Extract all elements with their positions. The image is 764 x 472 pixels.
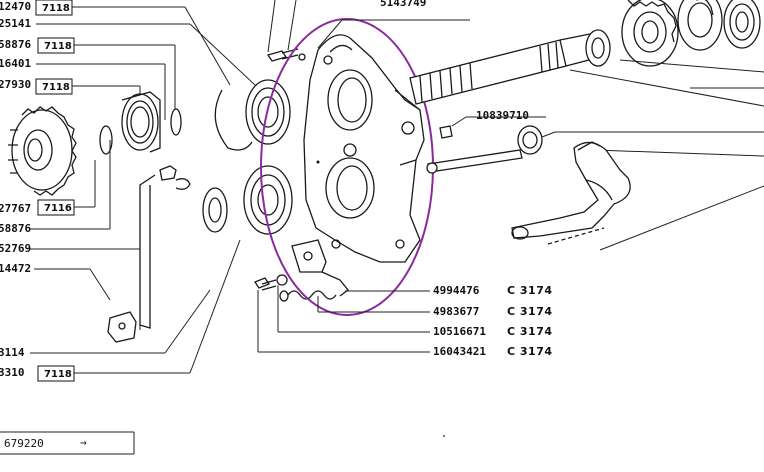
right-bearing <box>723 0 761 49</box>
leader-line <box>184 6 231 86</box>
part-label: 14472 <box>0 262 31 275</box>
footer-serial-box: 679220 → <box>0 431 135 455</box>
spacer-ring <box>585 29 611 67</box>
snap-ring <box>99 125 113 155</box>
part-row-code: C 3174 <box>507 284 553 297</box>
leader-line <box>317 19 343 49</box>
part-label: 58876 <box>0 38 31 51</box>
leader-line <box>541 131 556 138</box>
speck <box>443 435 445 437</box>
leader-line <box>189 23 256 86</box>
part-label: 27930 <box>0 78 31 91</box>
lower-seal <box>243 165 293 235</box>
leader-line <box>287 0 297 51</box>
top-labels: 5143749 10839710 <box>267 0 546 122</box>
small-bushing <box>202 187 228 233</box>
right-gear <box>677 0 723 51</box>
left-label-column: 12470 7118 25141 58876 7118 16401 27930 … <box>0 0 256 382</box>
selector-rod-assembly <box>426 116 631 245</box>
shift-rod <box>107 165 191 343</box>
part-label: 52769 <box>0 242 31 255</box>
footer-serial: 679220 <box>4 437 44 450</box>
seal-group <box>202 48 306 235</box>
small-pin <box>439 125 453 139</box>
left-bearing <box>121 91 161 153</box>
part-row-number: 10516671 <box>433 325 486 338</box>
leader-line <box>594 149 764 157</box>
cover-part-label: 5143749 <box>380 0 426 9</box>
output-shaft <box>409 31 605 105</box>
ref-box-label: 7118 <box>44 369 72 380</box>
leader-line <box>267 0 276 53</box>
part-label: 12470 <box>0 0 31 13</box>
cluster-gear <box>621 0 679 67</box>
leader-line <box>164 289 211 354</box>
part-label: 25141 <box>0 17 31 30</box>
part-label: 16401 <box>0 57 31 70</box>
leader-line <box>569 69 764 107</box>
seal-washer <box>517 125 543 155</box>
leader-line <box>599 185 764 251</box>
shift-fork <box>511 141 631 245</box>
part-row-code: C 3174 <box>507 325 553 338</box>
drive-gear <box>8 106 77 196</box>
detent-bracket <box>254 239 349 302</box>
left-gear-assembly <box>8 91 191 343</box>
part-number-list: 4994476 C 3174 4983677 C 3174 10516671 C… <box>257 284 553 358</box>
part-row-code: C 3174 <box>507 305 553 318</box>
part-row-number: 4983677 <box>433 305 479 318</box>
ref-box-label: 7118 <box>44 41 72 52</box>
leader-line <box>451 116 467 127</box>
selector-rod <box>426 149 523 174</box>
ref-box-label: 7116 <box>44 203 72 214</box>
leader-line <box>189 239 241 374</box>
part-row-number: 16043421 <box>433 345 486 358</box>
leader-line <box>89 268 111 301</box>
part-label: 3114 <box>0 346 25 359</box>
part-label: 3310 <box>0 366 25 379</box>
circlip <box>214 89 253 151</box>
snap-ring-small <box>170 108 182 136</box>
right-shaft-assembly <box>409 0 764 251</box>
part-label: 58876 <box>0 222 31 235</box>
gearbox-cover-plate <box>303 34 425 263</box>
ref-box-label: 7118 <box>42 82 70 93</box>
footer-arrow-icon: → <box>80 436 87 449</box>
part-row-code: C 3174 <box>507 345 553 358</box>
leader-line <box>619 59 764 73</box>
top-bolt <box>266 48 306 62</box>
pin-part-label: 10839710 <box>476 109 529 122</box>
ref-box-label: 7118 <box>42 3 70 14</box>
part-label: 27767 <box>0 202 31 215</box>
part-row-number: 4994476 <box>433 284 480 297</box>
